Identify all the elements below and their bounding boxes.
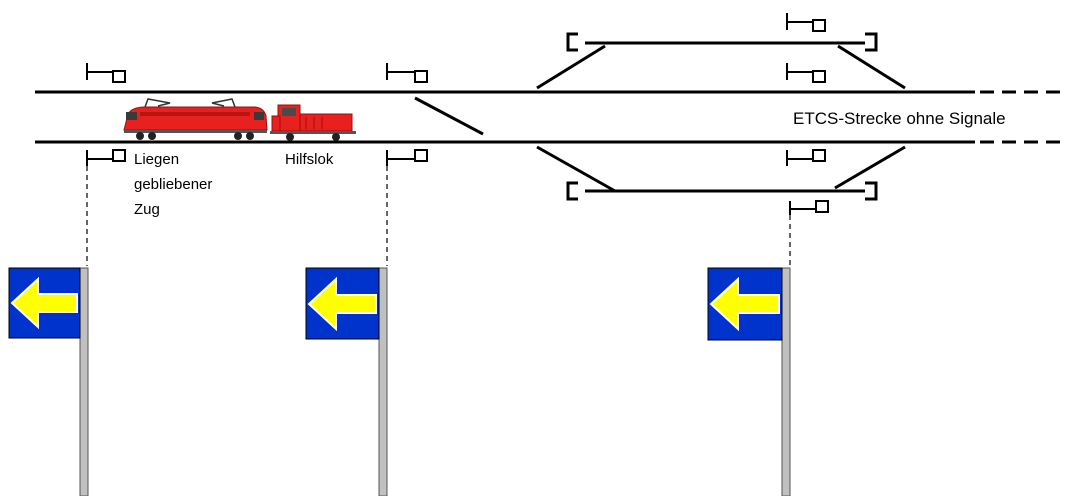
stuck-train-label-line1: Liegen — [134, 151, 179, 168]
arrow-left-sign-icon — [305, 267, 388, 496]
arrow-left-sign-icon — [8, 267, 89, 496]
block-marker-icon — [86, 63, 126, 83]
block-marker-icon — [789, 200, 829, 215]
upper-siding-buffer-left — [566, 32, 578, 52]
block-marker-icon — [786, 149, 826, 166]
lower-siding-right-branch — [834, 145, 906, 190]
main-tracks — [35, 90, 1068, 144]
lower-siding-left-branch — [536, 145, 616, 193]
markers — [86, 13, 829, 215]
arrow-left-sign-icon — [707, 267, 791, 496]
electric-locomotive-icon — [123, 98, 268, 140]
block-marker-icon — [386, 149, 428, 166]
rescue-loco-label: Hilfslok — [285, 151, 334, 168]
block-marker-icon — [786, 63, 826, 83]
crossover — [414, 96, 484, 136]
leader-lines — [86, 166, 791, 266]
upper-siding-right-branch — [837, 44, 906, 90]
upper-siding-left-branch — [536, 44, 606, 90]
labels: Liegen gebliebener Zug Hilfslok ETCS-Str… — [134, 109, 1006, 218]
diesel-locomotive-icon — [270, 104, 356, 141]
block-marker-icon — [786, 13, 826, 32]
switches-and-sidings — [414, 32, 906, 201]
etcs-line-label: ETCS-Strecke ohne Signale — [793, 109, 1006, 128]
upper-siding-buffer-right — [865, 32, 878, 52]
stuck-train-label-line2: gebliebener — [134, 176, 212, 193]
stuck-train-label-line3: Zug — [134, 201, 160, 218]
signs — [8, 267, 791, 496]
lower-siding-buffer-right — [865, 181, 878, 201]
lower-siding-buffer-left — [566, 181, 578, 201]
block-marker-icon — [386, 63, 428, 83]
block-marker-icon — [86, 149, 126, 166]
